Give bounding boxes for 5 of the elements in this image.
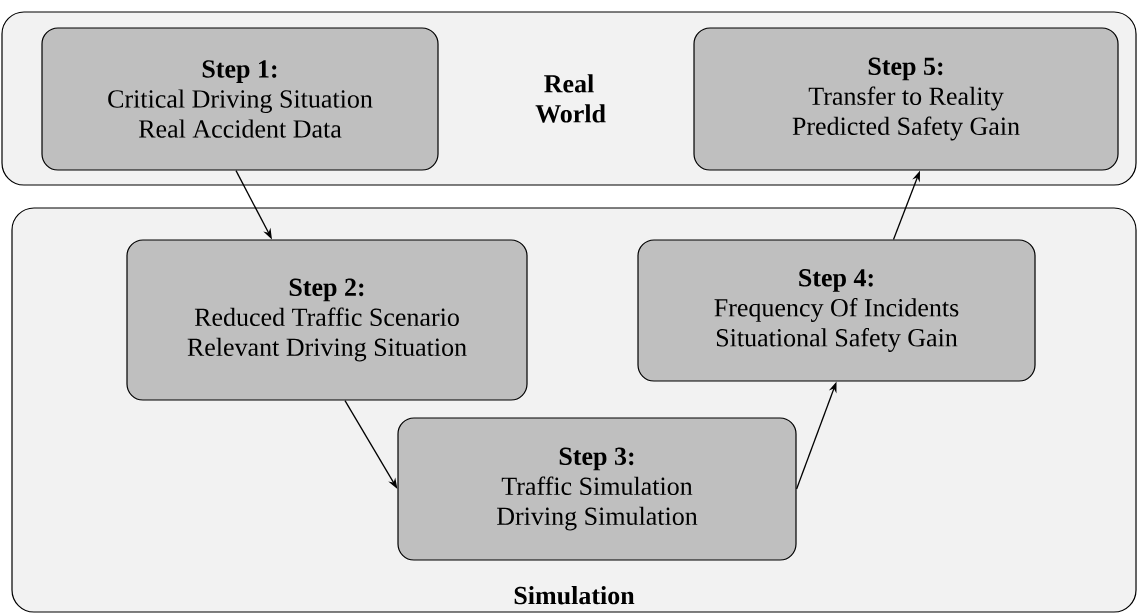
step-box: Step 3: Traffic Simulation Driving Simulation	[397, 417, 797, 561]
step-box: Step 5: Transfer to Reality Predicted Safety Gain	[693, 27, 1119, 171]
step-box: Step 1: Critical Driving Situation Real Accident Data	[41, 27, 439, 171]
step-box: Step 2: Reduced Traffic Scenario Relevant Driving Situation	[126, 239, 528, 401]
step-box: Step 4: Frequency Of Incidents Situational Safety Gain	[637, 239, 1036, 382]
